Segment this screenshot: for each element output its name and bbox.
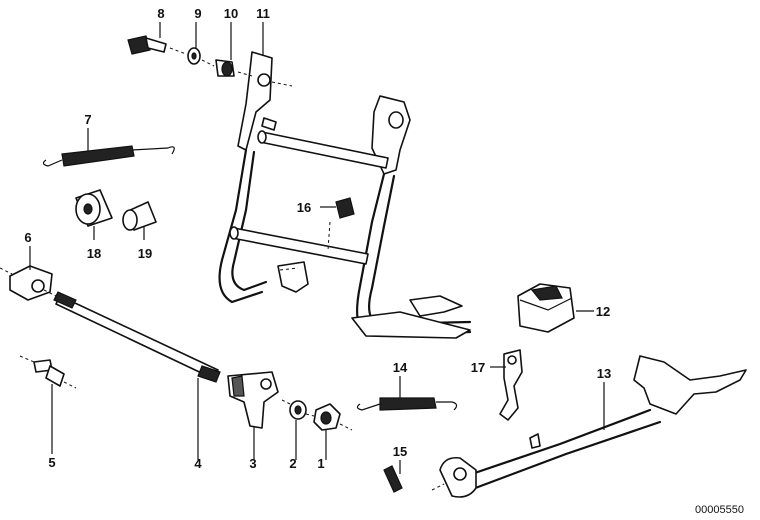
callout-6: 6	[24, 230, 31, 245]
part-3-lever	[227, 371, 279, 429]
callout-labels: 1 2 3 4 5 6 7 8 9 10 11 12 13 14 15 16 1…	[24, 6, 611, 471]
callout-18: 18	[87, 246, 101, 261]
part-12-rubber-pad	[517, 283, 575, 333]
part-17-bracket	[499, 349, 523, 421]
assembly-line-bolt	[169, 47, 293, 87]
part-5-pin	[19, 355, 77, 389]
callout-2: 2	[289, 456, 296, 471]
part-19-bushing	[122, 201, 157, 231]
callout-7: 7	[84, 112, 91, 127]
part-6-clamp	[0, 265, 53, 301]
part-11-center-stand	[218, 51, 472, 339]
callout-5: 5	[48, 455, 55, 470]
part-1-nut	[281, 399, 353, 431]
callout-3: 3	[249, 456, 256, 471]
part-9-washer	[187, 47, 201, 65]
callout-16: 16	[297, 200, 311, 215]
part-2-washer	[289, 400, 307, 420]
part-8-bolt	[127, 35, 167, 55]
callout-12: 12	[596, 304, 610, 319]
callout-14: 14	[393, 360, 408, 375]
part-18-bushing	[75, 189, 113, 227]
callout-17: 17	[471, 360, 485, 375]
callout-1: 1	[317, 456, 324, 471]
part-13-side-stand	[431, 355, 747, 498]
part-16-buffer	[327, 197, 355, 251]
part-15-pin	[383, 465, 403, 493]
leader-lines	[29, 22, 605, 474]
callout-8: 8	[157, 6, 164, 21]
callout-13: 13	[597, 366, 611, 381]
part-4-axle	[43, 289, 221, 383]
part-14-spring	[356, 397, 458, 411]
callout-11: 11	[256, 6, 270, 21]
callout-19: 19	[138, 246, 152, 261]
part-7-spring	[42, 145, 175, 167]
catalog-code: 00005550	[695, 504, 744, 516]
callout-10: 10	[224, 6, 238, 21]
part-10-nut	[215, 59, 235, 77]
callout-9: 9	[194, 6, 201, 21]
callout-4: 4	[194, 456, 202, 471]
callout-15: 15	[393, 444, 407, 459]
